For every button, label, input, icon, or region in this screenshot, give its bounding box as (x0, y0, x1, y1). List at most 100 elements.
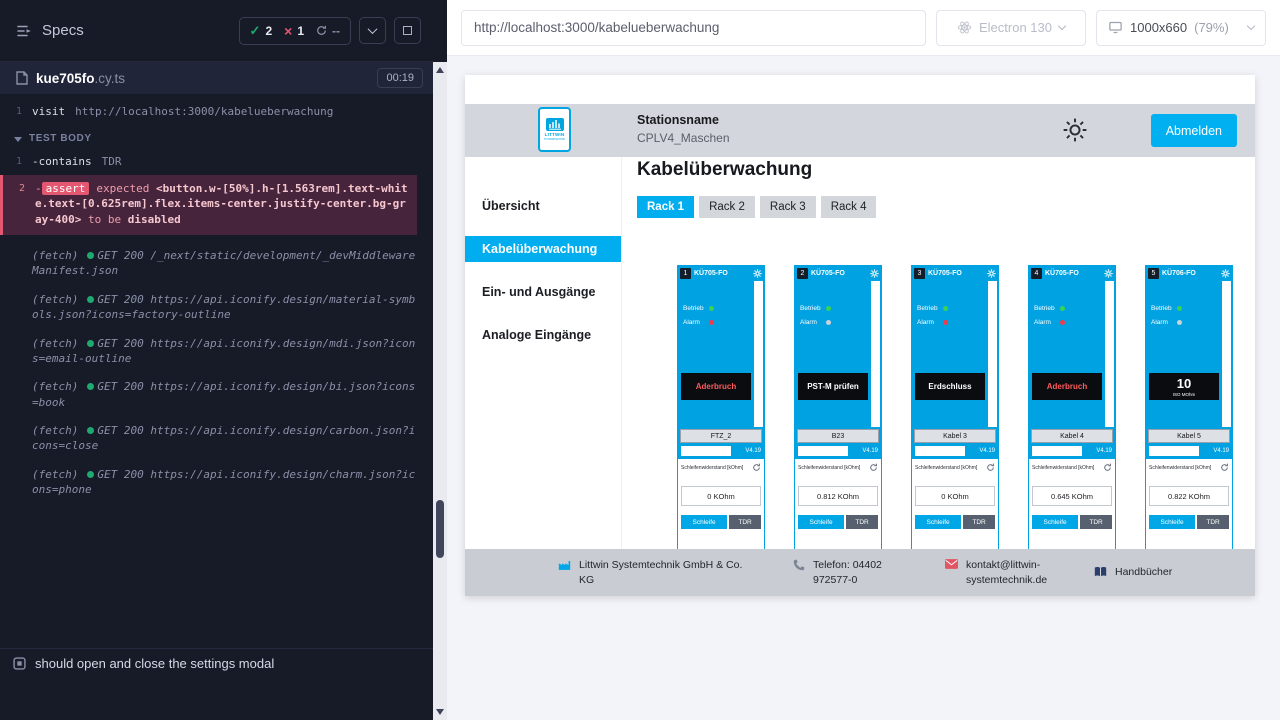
specs-menu-icon[interactable] (16, 23, 32, 39)
tab-rack-3[interactable]: Rack 3 (759, 196, 816, 218)
card-gear-icon[interactable] (870, 268, 879, 278)
browser-select[interactable]: Electron 130 (936, 9, 1086, 46)
cable-name-label: FTZ_2 (680, 429, 762, 443)
fetch-log-entry[interactable]: (fetch)GET 200 https://api.iconify.desig… (0, 336, 417, 367)
xhr-success-dot (87, 295, 95, 303)
card-input-field[interactable] (681, 446, 731, 456)
refresh-icon[interactable] (1103, 463, 1112, 472)
card-number-badge: 2 (797, 267, 808, 279)
stop-tests-button[interactable] (394, 17, 421, 44)
next-test-title: should open and close the settings modal (35, 656, 275, 671)
command-dash: - (32, 155, 39, 169)
sidebar-item-ein-und-ausgaenge[interactable]: Ein- und Ausgänge (482, 285, 596, 299)
fetch-url: https://api.iconify.design/carbon.json?i… (32, 424, 416, 453)
cypress-reporter-panel: Specs ✓2 ×1 -- kue705fo.cy.ts 00:19 1 (0, 0, 447, 720)
card-number-badge: 1 (680, 267, 691, 279)
viewport-select[interactable]: 1000x660 (79%) (1096, 9, 1266, 46)
scroll-up-arrow[interactable] (436, 67, 444, 73)
viewport-zoom: (79%) (1194, 20, 1229, 35)
reporter-scrollbar[interactable] (433, 62, 447, 720)
status-text: PST-M prüfen (807, 381, 859, 391)
tab-rack-4[interactable]: Rack 4 (820, 196, 877, 218)
failed-stat: ×1 (284, 23, 304, 39)
betrieb-label: Betrieb (1151, 305, 1172, 312)
pending-count: -- (332, 23, 340, 38)
card-input-field[interactable] (798, 446, 848, 456)
footer-manuals[interactable]: Handbücher (1094, 565, 1172, 579)
xhr-success-dot (87, 251, 95, 259)
schleife-button[interactable]: Schleife (681, 515, 728, 529)
fetch-log-entry[interactable]: (fetch)GET 200 https://api.iconify.desig… (0, 292, 417, 323)
fetch-status: GET 200 (97, 424, 144, 438)
fetch-log-entry[interactable]: (fetch)GET 200 https://api.iconify.desig… (0, 379, 417, 410)
xhr-success-dot (87, 427, 95, 435)
refresh-icon[interactable] (986, 463, 995, 472)
card-input-field[interactable] (1149, 446, 1199, 456)
failed-count: 1 (297, 23, 304, 38)
card-gear-icon[interactable] (1221, 268, 1230, 278)
card-gear-icon[interactable] (987, 268, 996, 278)
scroll-thumb[interactable] (436, 500, 444, 558)
fetch-log-entry[interactable]: (fetch)GET 200 /_next/static/development… (0, 248, 417, 279)
status-text: 10 (1176, 376, 1192, 391)
tdr-button[interactable]: TDR (1197, 515, 1229, 529)
resistance-label: Schleifenwiderstand [kOhm] (915, 464, 978, 471)
tdr-button[interactable]: TDR (846, 515, 878, 529)
passed-count: 2 (265, 23, 273, 38)
specs-label[interactable]: Specs (42, 22, 84, 39)
tab-rack-2[interactable]: Rack 2 (699, 196, 755, 218)
settings-gear-icon[interactable] (1062, 117, 1088, 148)
tdr-button[interactable]: TDR (963, 515, 995, 529)
fetch-url: /_next/static/development/_devMiddleware… (32, 248, 416, 278)
schleife-button[interactable]: Schleife (798, 515, 845, 529)
fetch-log-entry[interactable]: (fetch)GET 200 https://api.iconify.desig… (0, 423, 417, 454)
page-title: Kabelüberwachung (637, 159, 813, 180)
collapse-reporter-button[interactable] (359, 17, 386, 44)
fetch-status: GET 200 (97, 248, 144, 262)
schleife-button[interactable]: Schleife (1149, 515, 1196, 529)
card-gear-icon[interactable] (753, 268, 762, 278)
fetch-log-entry[interactable]: (fetch)GET 200 https://api.iconify.desig… (0, 467, 417, 498)
alarm-label: Alarm (1034, 319, 1051, 326)
logout-button[interactable]: Abmelden (1150, 114, 1237, 147)
refresh-icon[interactable] (1220, 463, 1229, 472)
refresh-icon[interactable] (752, 463, 761, 472)
firmware-version: V4.19 (979, 448, 995, 454)
pending-stat: -- (316, 24, 340, 38)
schleife-button[interactable]: Schleife (915, 515, 962, 529)
command-dash: - (35, 181, 42, 195)
tab-rack-1[interactable]: Rack 1 (637, 196, 695, 218)
refresh-icon[interactable] (869, 463, 878, 472)
card-gear-icon[interactable] (1104, 268, 1113, 278)
firmware-version: V4.19 (745, 448, 761, 454)
betrieb-led (1060, 306, 1065, 311)
test-body-section[interactable]: TEST BODY (14, 132, 417, 146)
card-input-field[interactable] (915, 446, 965, 456)
scroll-down-arrow[interactable] (436, 709, 444, 715)
footer-phone: Telefon: 04402 972577-0 (793, 558, 909, 586)
resistance-label: Schleifenwiderstand [kOhm] (1149, 464, 1212, 471)
sidebar-item-kabelueberwachung[interactable]: Kabelüberwachung (465, 236, 621, 262)
status-text: Aderbruch (695, 381, 737, 391)
phone-icon (793, 559, 805, 571)
device-title: KÜ705-FO (928, 269, 962, 277)
failed-x-icon: × (284, 22, 293, 39)
card-input-field[interactable] (1032, 446, 1082, 456)
schleife-button[interactable]: Schleife (1032, 515, 1079, 529)
station-label: Stationsname (637, 113, 719, 127)
card-side-strip (754, 281, 763, 427)
next-test-row[interactable]: should open and close the settings modal (0, 648, 433, 678)
fetch-url: https://api.iconify.design/bi.json?icons… (32, 380, 416, 409)
sidebar-item-analoge-eingaenge[interactable]: Analoge Eingänge (482, 328, 592, 342)
tdr-button[interactable]: TDR (729, 515, 761, 529)
spec-file-name[interactable]: kue705fo.cy.ts (36, 70, 126, 86)
url-input[interactable] (474, 20, 913, 35)
sidebar-item-uebersicht[interactable]: Übersicht (482, 199, 540, 213)
test-icon (13, 657, 26, 670)
cable-name-label: B23 (797, 429, 879, 443)
device-title: KÜ705-FO (1045, 269, 1079, 277)
tdr-button[interactable]: TDR (1080, 515, 1112, 529)
